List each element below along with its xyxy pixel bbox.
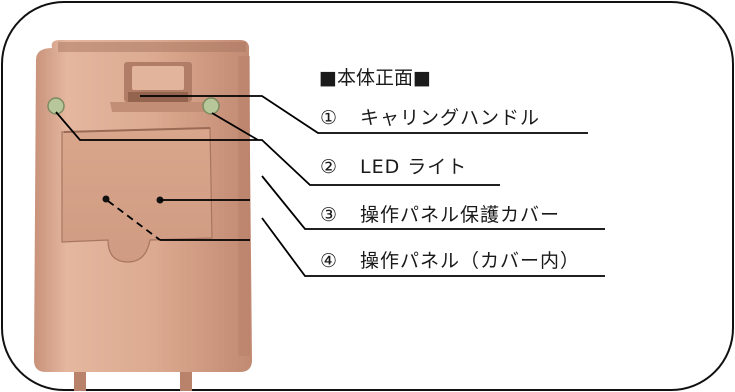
leader-line-2a [55,111,500,186]
callout-number-4: ④ [320,250,339,272]
diagram-heading: ■本体正面■ [319,67,431,89]
device-side-edge [238,56,250,356]
callout-label-2: ② LED ライト [320,152,467,179]
panel-cover [61,127,213,263]
leader-line-2b [211,112,259,141]
device-top-rim [58,42,246,52]
led-light-right [202,97,220,115]
panel-cover-hinge [63,127,211,133]
callout-text-4: 操作パネル（カバー内） [360,250,581,272]
callout-text-3: 操作パネル保護カバー [360,204,561,226]
leader-line-4-dashed [107,200,161,241]
callout-label-3: ③ 操作パネル保護カバー [320,200,560,227]
leader-line-4b [261,217,605,277]
handle-recess [110,102,206,112]
leader-line-3b [261,175,605,230]
callout-number-1: ① [320,107,339,129]
callout-label-1: ① キャリングハンドル [320,103,540,130]
callout-number-3: ③ [320,204,339,226]
leader-line-1 [140,95,588,134]
callout-label-4: ④ 操作パネル（カバー内） [320,246,580,273]
callout-text-2: LED ライト [360,156,468,178]
carrying-handle [124,62,192,102]
leader-lines [55,95,605,277]
cover-marker-dot [102,195,110,203]
led-light-left [47,97,65,115]
device-illustration [34,40,252,391]
callout-text-1: キャリングハンドル [360,107,541,129]
callout-number-2: ② [320,156,339,178]
